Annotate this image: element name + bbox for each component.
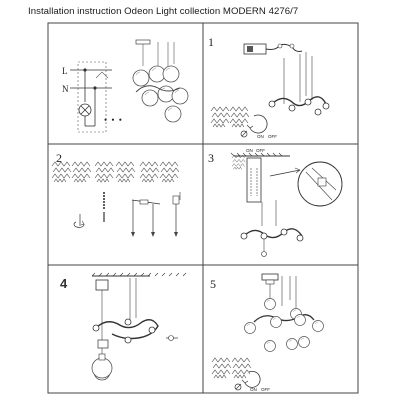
svg-text:OFF: OFF (256, 148, 265, 153)
on-label: ON (257, 134, 264, 139)
live-label: L (62, 66, 68, 76)
ceiling-bracket-with-cable (243, 43, 313, 104)
step-number-4: 4 (60, 276, 68, 291)
off-label: OFF (268, 134, 277, 139)
chandelier-frame (268, 96, 330, 116)
page-title: Installation instruction Odeon Light col… (28, 6, 299, 17)
panel-step-4 (47, 264, 204, 394)
panel-step-3 (202, 143, 359, 266)
ceiling-mount-detail (230, 152, 343, 226)
panel-wiring (47, 22, 204, 145)
rod-assembly (73, 192, 181, 237)
wiring-diagram: L N • • • (62, 61, 123, 133)
assembled-chandelier (244, 273, 324, 352)
step-number-5: 5 (210, 277, 216, 291)
chandelier-overview (132, 39, 189, 123)
step-number-2: 2 (56, 151, 62, 165)
neutral-label: N (62, 84, 69, 94)
panel-step-1 (202, 22, 359, 145)
off-label-step-5: OFF (261, 387, 270, 392)
power-switch-dial-step-5: ON OFF (211, 357, 270, 392)
step-number-3: 3 (208, 151, 214, 165)
svg-text:ON: ON (246, 148, 253, 153)
step-number-1: 1 (208, 35, 214, 49)
on-label-step-5: ON (250, 387, 257, 392)
panel-step-5 (202, 264, 359, 394)
panel-step-2 (47, 143, 204, 266)
crystal-clusters (51, 161, 180, 183)
chandelier-frame-step-3 (240, 228, 304, 257)
ceiling-mount-step-4 (91, 272, 187, 358)
power-switch-dial: ON OFF (210, 106, 277, 139)
on-off-labels-step-3: ON OFF (246, 148, 265, 153)
repeat-dots: • • • (104, 115, 123, 125)
chandelier-frame-step-4 (91, 318, 178, 381)
